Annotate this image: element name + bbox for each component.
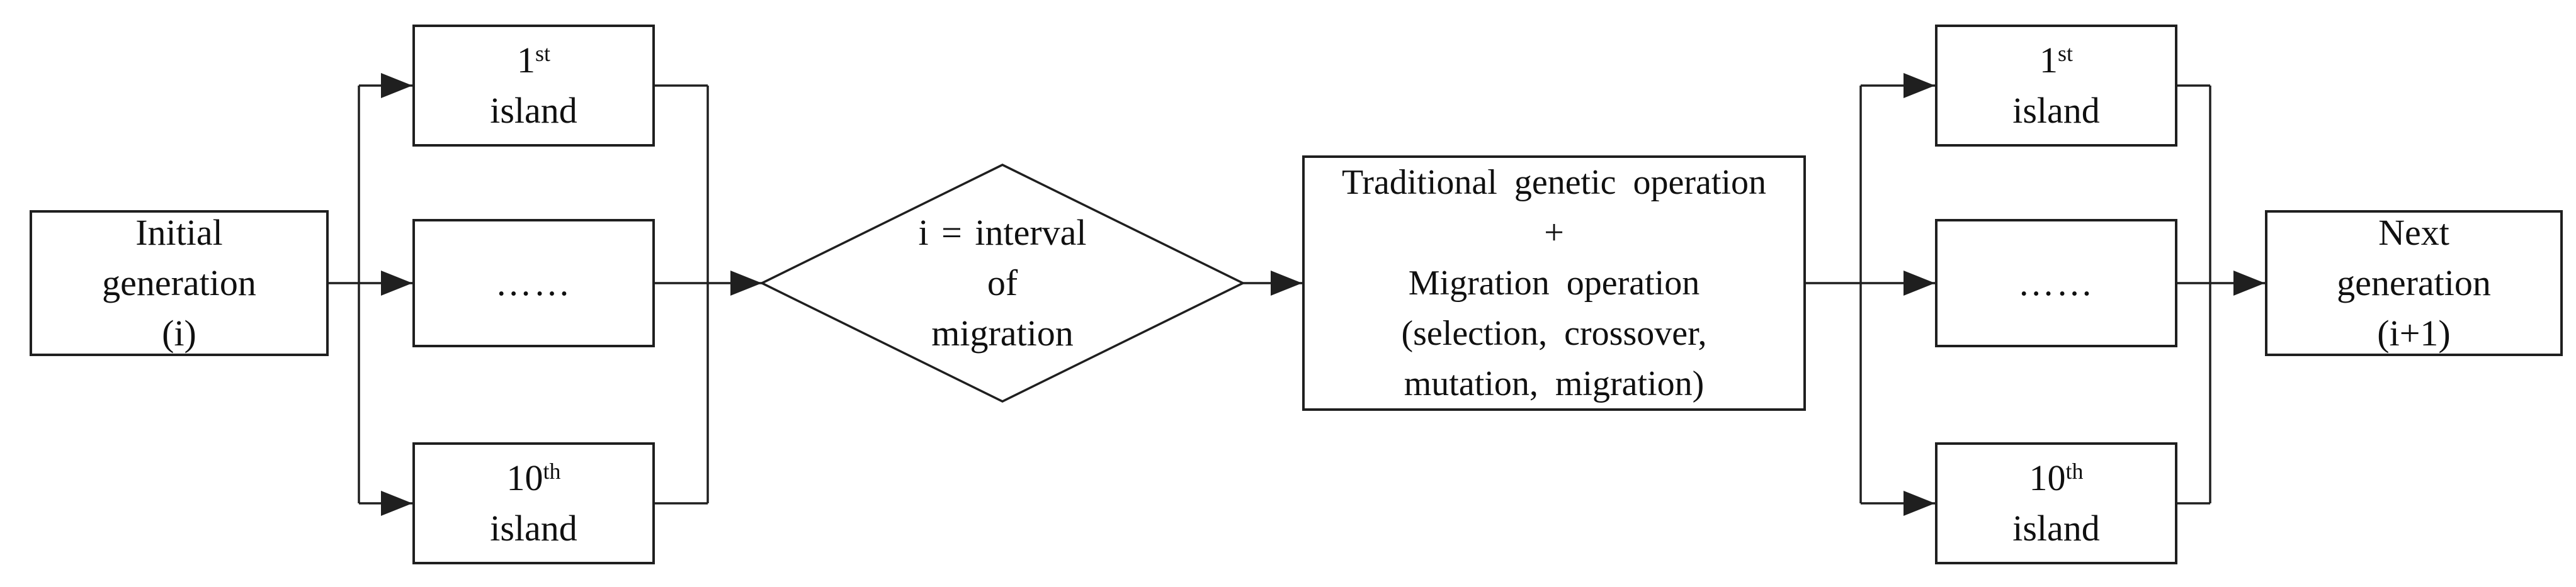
decision-line3: migration xyxy=(931,313,1074,354)
node-left-tenth-island: 10th island xyxy=(412,442,655,564)
left-first-island-word: island xyxy=(490,90,577,131)
left-tenth-island-word: island xyxy=(490,508,577,549)
right-first-island-word: island xyxy=(2012,90,2100,131)
operation-line5: mutation, migration) xyxy=(1404,364,1705,403)
node-left-first-island: 1st island xyxy=(412,25,655,147)
next-generation-line3: (i+1) xyxy=(2377,313,2451,354)
right-middle-islands-dots: …… xyxy=(2017,262,2095,303)
operation-line1: Traditional genetic operation xyxy=(1342,163,1766,202)
next-generation-line1: Next xyxy=(2378,212,2449,253)
ordinal-suffix: th xyxy=(543,459,561,484)
node-initial-generation: Initial generation (i) xyxy=(30,210,329,356)
initial-generation-line1: Initial xyxy=(135,212,223,253)
ordinal-suffix: st xyxy=(2058,41,2073,67)
next-generation-line2: generation xyxy=(2337,262,2491,303)
initial-generation-line3: (i) xyxy=(162,313,196,354)
node-next-generation: Next generation (i+1) xyxy=(2265,210,2563,356)
left-first-island-ordinal: 1st xyxy=(517,40,550,81)
right-tenth-island-word: island xyxy=(2012,508,2100,549)
node-right-tenth-island: 10th island xyxy=(1935,442,2177,564)
node-genetic-operation: Traditional genetic operation + Migratio… xyxy=(1302,155,1806,411)
decision-diamond-label: i = interval of migration xyxy=(793,208,1211,359)
operation-line3: Migration operation xyxy=(1408,264,1700,303)
left-tenth-island-ordinal: 10th xyxy=(506,457,561,498)
node-right-middle-islands: …… xyxy=(1935,219,2177,347)
node-left-middle-islands: …… xyxy=(412,219,655,347)
initial-generation-line2: generation xyxy=(102,262,256,303)
ordinal-suffix: th xyxy=(2065,459,2084,484)
right-tenth-island-ordinal: 10th xyxy=(2029,457,2084,498)
operation-line2: + xyxy=(1544,213,1564,252)
decision-line2: of xyxy=(987,262,1018,303)
decision-line1: i = interval xyxy=(918,212,1087,253)
ordinal-suffix: st xyxy=(535,41,550,67)
left-middle-islands-dots: …… xyxy=(495,262,572,303)
operation-line4: (selection, crossover, xyxy=(1401,314,1707,353)
right-first-island-ordinal: 1st xyxy=(2040,40,2073,81)
node-right-first-island: 1st island xyxy=(1935,25,2177,147)
